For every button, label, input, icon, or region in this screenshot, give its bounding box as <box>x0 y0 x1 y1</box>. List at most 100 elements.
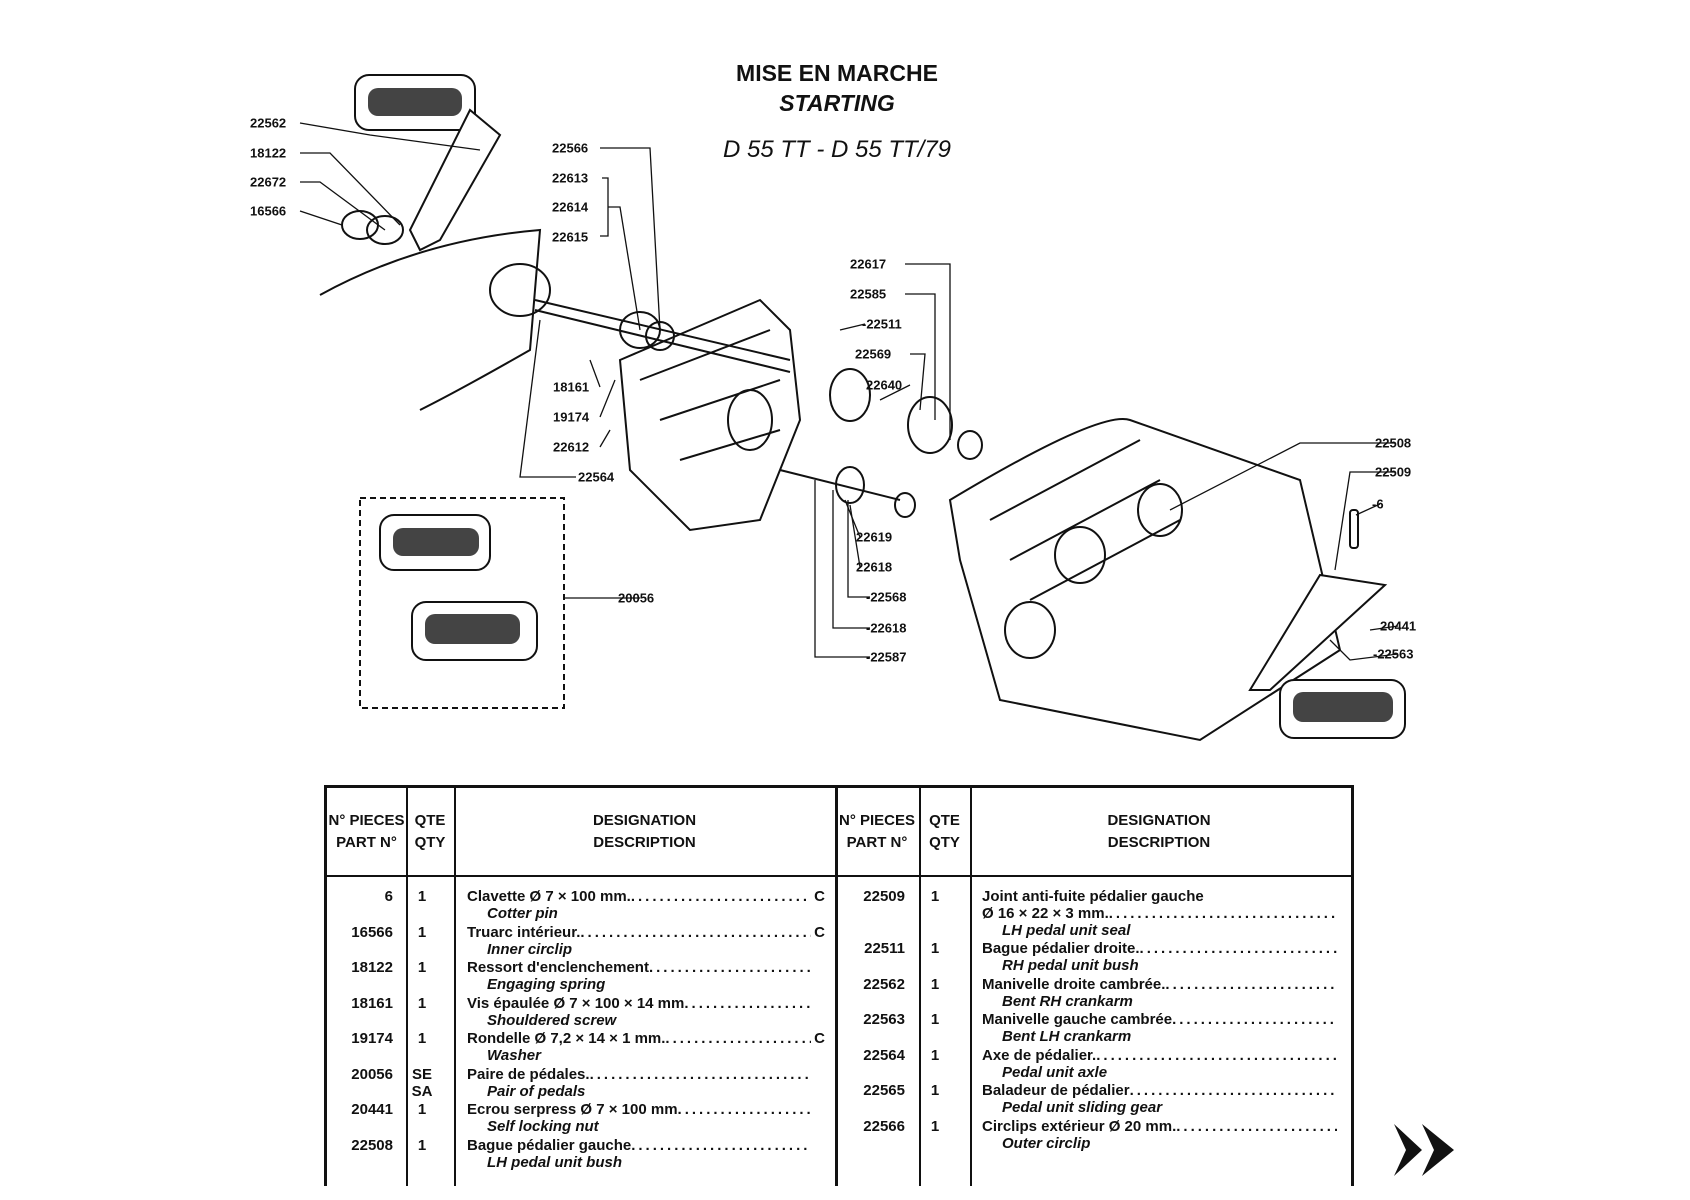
callout-label: -6 <box>1372 496 1384 512</box>
qty-cell: 1 <box>407 924 454 960</box>
designation-en: Outer circlip <box>1002 1134 1091 1152</box>
callout-label: 22617 <box>850 256 887 272</box>
designation-en: Pedal unit axle <box>1002 1063 1108 1081</box>
designation-en: LH pedal unit bush <box>487 1153 622 1171</box>
part-number-cell: 19174 <box>327 1030 393 1066</box>
part-number-cell: 16566 <box>327 924 393 960</box>
designation-fr: Bague pédalier droite. <box>982 940 1140 957</box>
designation-cell: Vis épaulée Ø 7 × 100 × 14 mm...........… <box>467 995 825 1031</box>
callout-label: 20056 <box>618 590 655 606</box>
part-number-cell: 22509 <box>835 888 905 940</box>
designation-fr: Truarc intérieur. <box>467 923 581 941</box>
supply-code <box>811 959 825 976</box>
supply-code: C <box>814 923 825 941</box>
supply-code <box>811 995 825 1012</box>
designation-en: Pedal unit sliding gear <box>1002 1099 1163 1116</box>
part-number: 22562 <box>863 975 905 993</box>
designation-fr: Circlips extérieur Ø 20 mm. <box>982 1117 1177 1135</box>
leader-dots: ........................................… <box>630 888 811 905</box>
callout-label: 16566 <box>250 203 287 219</box>
leader-dots: ........................................… <box>1108 905 1337 922</box>
qty-cell: 1 <box>407 1030 454 1066</box>
part-number-cell: 20056 <box>327 1066 393 1102</box>
callout-label: 20441 <box>1380 618 1417 634</box>
part-number: 19174 <box>351 1030 393 1047</box>
designation-fr: Vis épaulée Ø 7 × 100 × 14 mm <box>467 994 685 1012</box>
exploded-parts-diagram <box>299 74 1406 742</box>
qty-cell: 1 <box>407 1137 454 1173</box>
part-number-cell: 22564 <box>835 1047 905 1083</box>
designation-fr: Rondelle Ø 7,2 × 14 × 1 mm. <box>467 1030 666 1047</box>
callout-label: 22566 <box>552 140 589 156</box>
qty-cell: 1 <box>920 888 970 940</box>
callout-label: 22569 <box>855 346 892 362</box>
callout-label: 22672 <box>250 174 287 190</box>
qty-value: 1 <box>930 1082 940 1099</box>
qty-value: 1 <box>930 1117 940 1135</box>
designation-en: LH pedal unit seal <box>1002 922 1131 939</box>
callout-label: 22619 <box>856 529 893 545</box>
designation-cell: Bague pédalier droite...................… <box>982 940 1337 976</box>
supply-code <box>811 1101 825 1118</box>
leader-dots: ........................................… <box>665 1030 811 1047</box>
callout-label: -22511 <box>862 316 902 332</box>
designation-cell: Clavette Ø 7 × 100 mm...................… <box>467 888 825 924</box>
part-number: 20056 <box>351 1065 393 1083</box>
qty-cell: SE SA <box>407 1066 454 1102</box>
part-number-cell: 22511 <box>835 940 905 976</box>
qty-value: 1 <box>417 1101 427 1118</box>
part-number-cell: 18161 <box>327 995 393 1031</box>
callout-label: 19174 <box>553 409 590 425</box>
designation-fr: Baladeur de pédalier <box>982 1082 1130 1099</box>
qty-cell: 1 <box>920 976 970 1012</box>
callout-label: -22563 <box>1373 646 1414 662</box>
qty-cell: 1 <box>920 940 970 976</box>
qty-value: 1 <box>930 888 940 905</box>
callout-label: 22615 <box>552 229 589 245</box>
left-pedal-crank-drawing <box>341 74 502 252</box>
part-number-cell: 22565 <box>835 1082 905 1118</box>
designation-fr: Ecrou serpress Ø 7 × 100 mm <box>467 1101 678 1118</box>
part-number: 22563 <box>863 1011 905 1028</box>
leader-dots: ........................................… <box>1172 1011 1337 1028</box>
part-number: 20441 <box>351 1101 393 1118</box>
designation-cell: Circlips extérieur Ø 20 mm..............… <box>982 1118 1337 1154</box>
next-page-arrow-icon[interactable] <box>1392 1120 1462 1180</box>
model-designation: D 55 TT - D 55 TT/79 <box>722 136 952 163</box>
part-number-cell: 6 <box>327 888 393 924</box>
qty-cell: 1 <box>407 1101 454 1137</box>
qty-value: 1 <box>417 923 427 941</box>
leader-dots: ........................................… <box>1139 940 1337 957</box>
qty-value: 1 <box>930 940 940 957</box>
leader-dots: ........................................… <box>1096 1046 1337 1064</box>
part-number: 22564 <box>863 1046 905 1064</box>
callout-label: 22585 <box>850 286 887 302</box>
designation-fr: Ressort d'enclenchement <box>467 959 649 976</box>
qty-value: 1 <box>930 1011 940 1028</box>
designation-cell: Manivelle gauche cambrée................… <box>982 1011 1337 1047</box>
designation-cell: Baladeur de pédalier....................… <box>982 1082 1337 1118</box>
designation-cell: Ressort d'enclenchement.................… <box>467 959 825 995</box>
designation-fr: Joint anti-fuite pédalier gauche <box>982 888 1204 905</box>
designation-fr-detail: Ø 16 × 22 × 3 mm. <box>982 905 1109 922</box>
designation-en: Self locking nut <box>487 1118 599 1135</box>
designation-en: Inner circlip <box>487 940 573 958</box>
leader-dots: ........................................… <box>677 1101 811 1118</box>
supply-code: C <box>814 1030 825 1047</box>
callout-label: 22640 <box>866 377 903 393</box>
part-number: 22566 <box>863 1117 905 1135</box>
leader-dots: ........................................… <box>1176 1117 1337 1135</box>
designation-cell: Truarc intérieur........................… <box>467 924 825 960</box>
part-number: 22565 <box>863 1082 905 1099</box>
supply-code <box>811 1066 825 1083</box>
designation-cell: Manivelle droite cambrée................… <box>982 976 1337 1012</box>
part-number: 18122 <box>351 959 393 976</box>
callout-label: 22509 <box>1375 464 1412 480</box>
designation-en: Pair of pedals <box>487 1082 586 1100</box>
designation-cell: Paire de pédales........................… <box>467 1066 825 1102</box>
qty-value: 1 <box>417 1136 427 1154</box>
designation-cell: Axe de pédalier.........................… <box>982 1047 1337 1083</box>
